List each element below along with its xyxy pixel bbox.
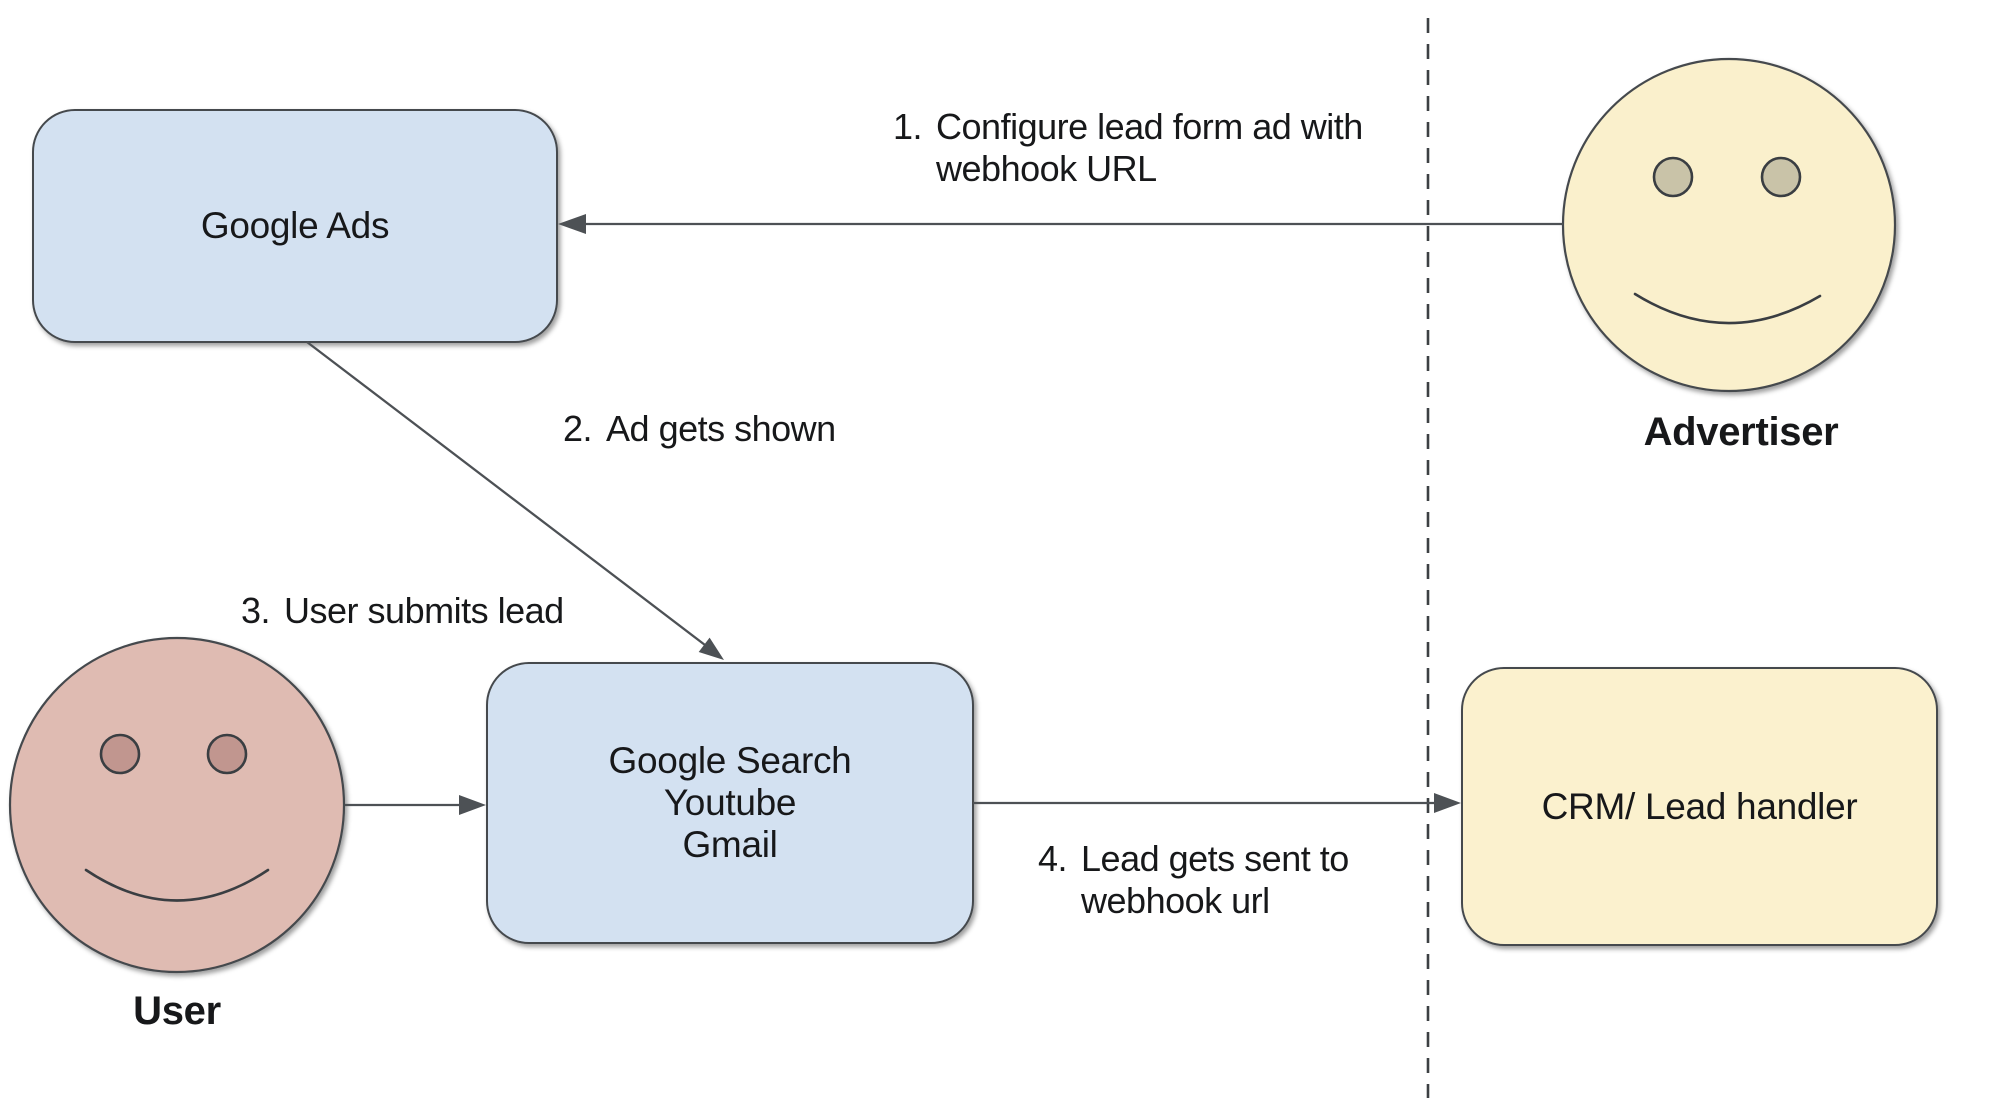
advertiser-face-icon [1561,57,1897,393]
advertiser-smile [1633,292,1822,325]
arrow-user-submits-lead [345,795,486,815]
google-surfaces-box [486,662,974,944]
user-left-eye [99,733,141,775]
arrow-configure-lead-form [558,214,1563,234]
arrow-ad-gets-shown [306,341,724,660]
user-head [8,636,346,974]
user-face-icon [8,636,346,974]
advertiser-left-eye [1652,156,1694,198]
advertiser-right-eye [1760,156,1802,198]
crm-box [1461,667,1938,946]
advertiser-head [1561,57,1897,393]
google-ads-box [32,109,558,343]
user-smile [84,868,270,902]
user-right-eye [206,733,248,775]
arrow-lead-sent-to-webhook [973,793,1461,813]
